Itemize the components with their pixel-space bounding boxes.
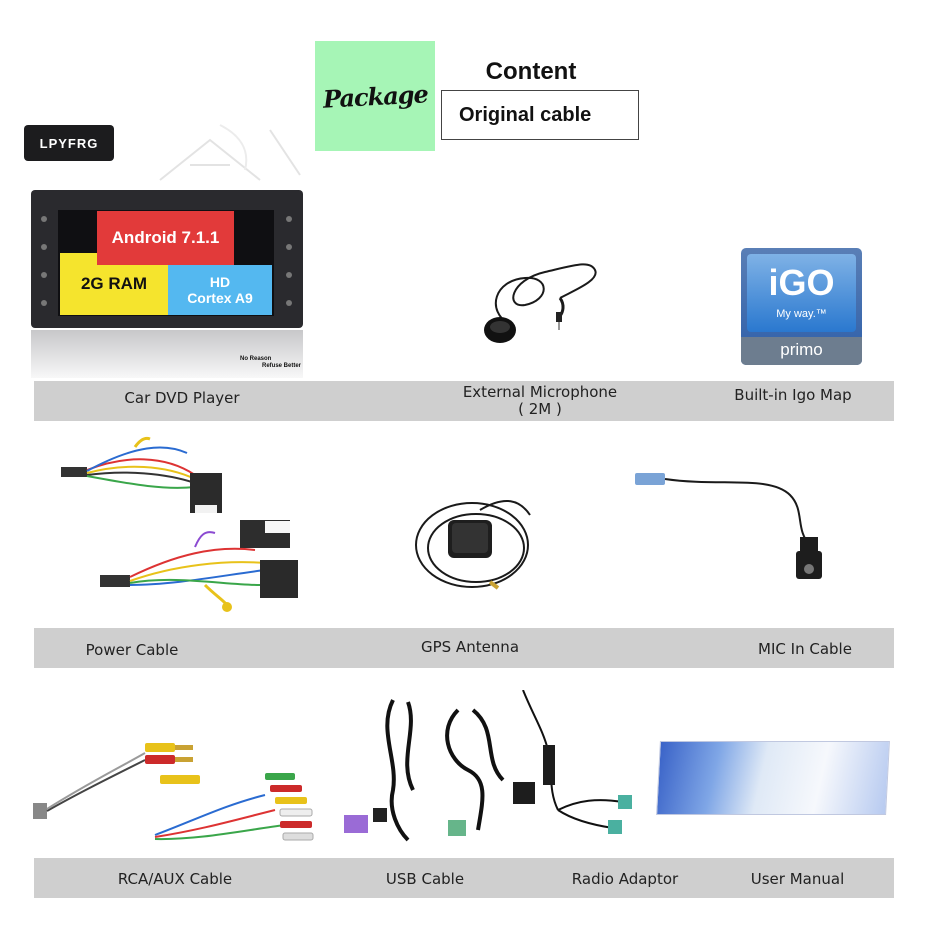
label-bar-row-2 bbox=[34, 628, 894, 668]
label-built-in-igo-map: Built-in Igo Map bbox=[734, 386, 852, 404]
label-mic-in-cable: MIC In Cable bbox=[758, 640, 852, 658]
slogan-note: No Reason Refuse Better bbox=[240, 356, 301, 370]
content-title: Content bbox=[485, 58, 577, 85]
igo-map-card: iGO My way.™ primo bbox=[741, 248, 862, 365]
brand-badge: LPYFRG bbox=[24, 125, 114, 161]
package-badge: Package bbox=[315, 41, 435, 151]
cpu-line-2: Cortex A9 bbox=[187, 290, 253, 306]
label-gps-antenna: GPS Antenna bbox=[420, 638, 520, 656]
content-box: Original cable bbox=[441, 90, 639, 140]
label-power-cable: Power Cable bbox=[85, 641, 179, 659]
power-cable-image bbox=[61, 436, 298, 612]
slogan-line-2: Refuse Better bbox=[262, 363, 302, 369]
label-radio-adaptor: Radio Adaptor bbox=[571, 870, 679, 888]
gps-antenna-image bbox=[415, 500, 531, 590]
package-label: Package bbox=[321, 78, 429, 114]
igo-tagline: My way.™ bbox=[776, 308, 827, 320]
label-external-microphone: External Microphone ( 2M ) bbox=[440, 384, 640, 418]
dvd-right-buttons bbox=[286, 216, 292, 306]
label-user-manual: User Manual bbox=[750, 870, 845, 888]
mic-in-cable-image bbox=[635, 473, 822, 579]
label-rca-aux-cable: RCA/AUX Cable bbox=[117, 870, 233, 888]
igo-product: primo bbox=[741, 337, 862, 365]
label-external-microphone-name: External Microphone bbox=[462, 383, 618, 401]
cpu-line-1: HD bbox=[209, 274, 231, 290]
content-value: Original cable bbox=[459, 103, 592, 126]
label-car-dvd-player: Car DVD Player bbox=[124, 389, 240, 407]
label-bar-row-3 bbox=[34, 858, 894, 898]
label-external-microphone-length: ( 2M ) bbox=[518, 400, 562, 418]
label-usb-cable: USB Cable bbox=[385, 870, 465, 888]
player-reflection bbox=[31, 330, 303, 378]
igo-logo: iGO bbox=[768, 262, 835, 303]
label-bar-row-1 bbox=[34, 381, 894, 421]
background-sketch bbox=[159, 124, 301, 181]
usb-and-radio-cables-image bbox=[344, 690, 632, 842]
rca-aux-cable-image bbox=[33, 743, 314, 841]
dvd-left-buttons bbox=[41, 216, 47, 306]
user-manual-image bbox=[656, 741, 890, 815]
slogan-line-1: No Reason bbox=[240, 356, 272, 362]
microphone-image bbox=[484, 263, 597, 343]
android-tile: Android 7.1.1 bbox=[97, 211, 234, 265]
